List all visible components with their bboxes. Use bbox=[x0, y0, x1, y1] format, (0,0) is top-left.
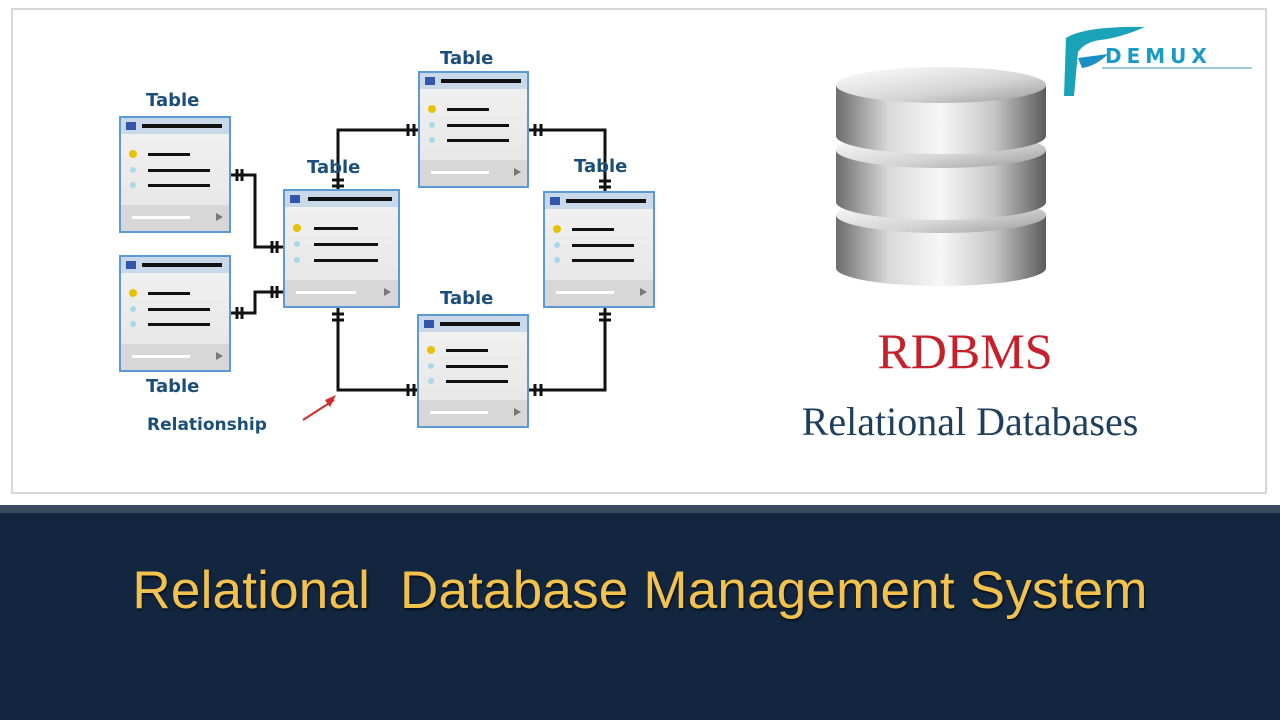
table-window-center bbox=[283, 189, 400, 308]
bottom-banner: Relational Database Management System bbox=[0, 505, 1280, 720]
table-label-bottom: Table bbox=[440, 288, 494, 309]
table-window-left-top bbox=[119, 116, 231, 233]
table-label-top: Table bbox=[440, 48, 494, 69]
table-label-left-top: Table bbox=[146, 90, 200, 111]
table-window-top bbox=[418, 71, 529, 188]
rdbms-heading: RDBMS bbox=[877, 323, 1053, 379]
relationship-ticks bbox=[235, 124, 611, 396]
diagram-canvas bbox=[119, 26, 1252, 428]
table-label-left-bottom: Table bbox=[146, 376, 200, 397]
brand-name: DEMUX bbox=[1105, 44, 1212, 68]
banner-title: Relational Database Management System bbox=[132, 561, 1148, 620]
demux-logo-icon bbox=[1064, 26, 1252, 96]
relational-databases-subtitle: Relational Databases bbox=[801, 399, 1139, 444]
table-window-right bbox=[543, 191, 655, 308]
table-label-center: Table bbox=[307, 157, 361, 178]
database-icon bbox=[836, 67, 1046, 286]
table-window-bottom bbox=[417, 314, 529, 428]
table-label-right: Table bbox=[574, 156, 628, 177]
relationship-label: Relationship bbox=[147, 415, 267, 435]
relationship-arrowhead bbox=[325, 395, 336, 407]
table-window-left-bottom bbox=[119, 255, 231, 372]
